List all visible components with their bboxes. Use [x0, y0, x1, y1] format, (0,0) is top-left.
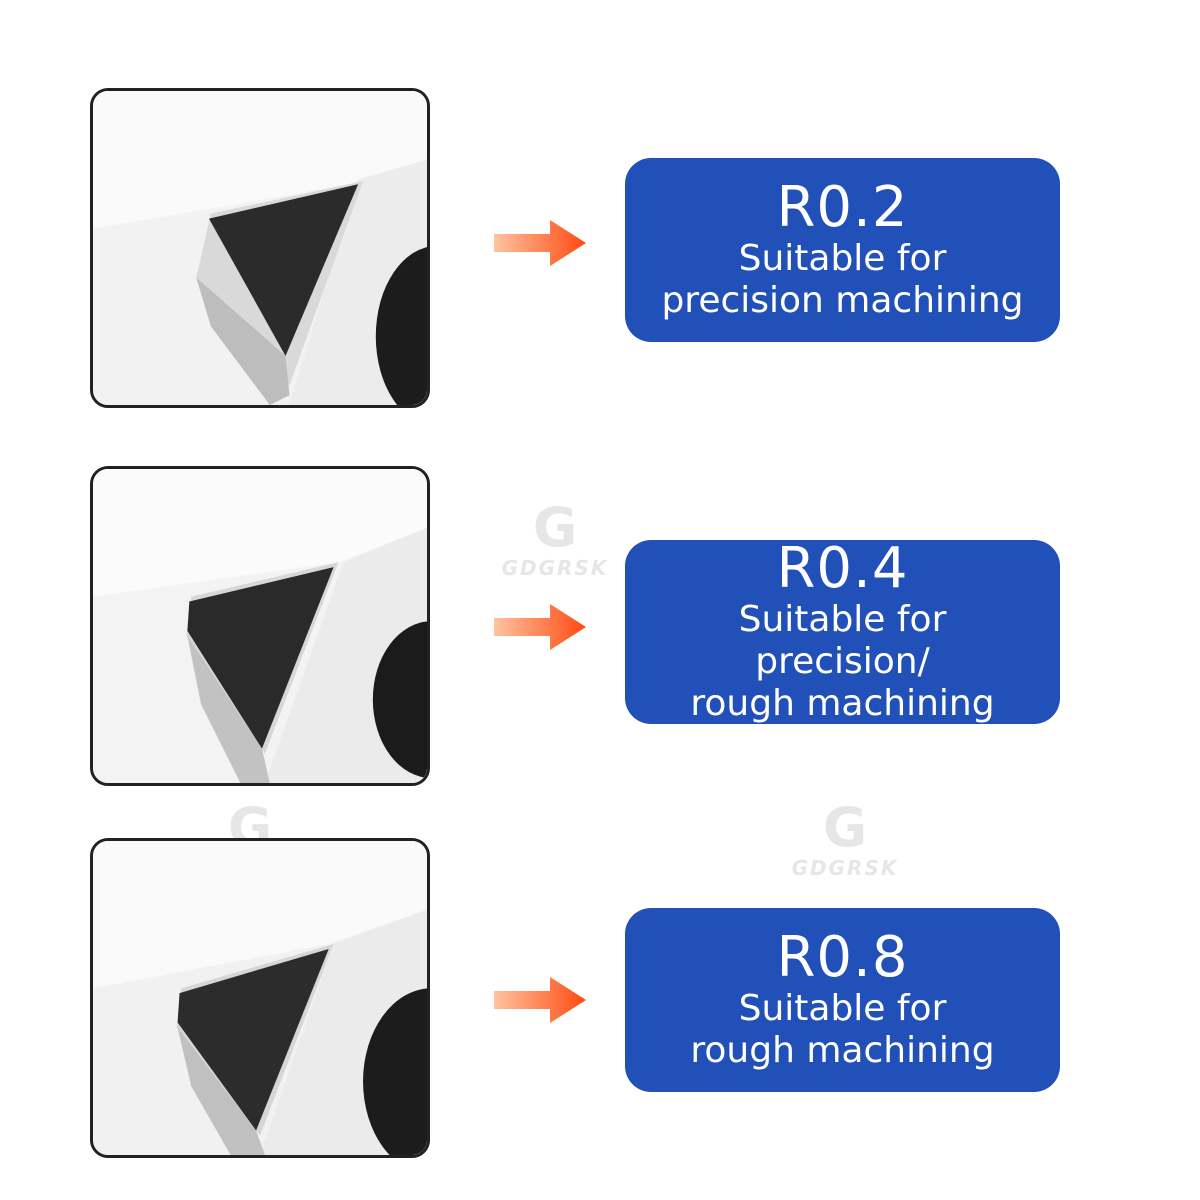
- insert-tip-image: [93, 841, 427, 1155]
- insert-tip-image: [93, 91, 427, 405]
- usage-line: Suitable for: [738, 988, 947, 1029]
- watermark-brand: GDGRSK: [791, 856, 899, 880]
- radius-label-box: R0.8 Suitable for rough machining: [625, 908, 1060, 1092]
- radius-value: R0.2: [776, 175, 909, 240]
- radius-value: R0.4: [776, 536, 909, 601]
- insert-photo: [90, 838, 430, 1158]
- usage-line: rough machining: [690, 1030, 995, 1071]
- usage-line: precision/: [755, 641, 930, 682]
- arrow-right-icon: [494, 977, 586, 1023]
- insert-row-r02: R0.2 Suitable for precision machining: [0, 88, 1200, 418]
- radius-label-box: R0.2 Suitable for precision machining: [625, 158, 1060, 342]
- insert-photo: [90, 466, 430, 786]
- insert-row-r08: R0.8 Suitable for rough machining: [0, 838, 1200, 1168]
- radius-value: R0.8: [776, 925, 909, 990]
- usage-line: precision machining: [661, 280, 1024, 321]
- brand-logo-icon: G: [532, 496, 578, 559]
- arrow-right-icon: [494, 604, 586, 650]
- usage-line: rough machining: [690, 683, 995, 724]
- usage-line: Suitable for: [738, 599, 947, 640]
- insert-tip-image: [93, 469, 427, 783]
- watermark: G GDGRSK: [780, 800, 910, 890]
- insert-row-r04: R0.4 Suitable for precision/ rough machi…: [0, 466, 1200, 796]
- watermark: G GDGRSK: [490, 500, 620, 590]
- brand-logo-icon: G: [822, 796, 868, 859]
- watermark-brand: GDGRSK: [501, 556, 609, 580]
- arrow-right-icon: [494, 220, 586, 266]
- insert-photo: [90, 88, 430, 408]
- radius-label-box: R0.4 Suitable for precision/ rough machi…: [625, 536, 1060, 724]
- usage-line: Suitable for: [738, 238, 947, 279]
